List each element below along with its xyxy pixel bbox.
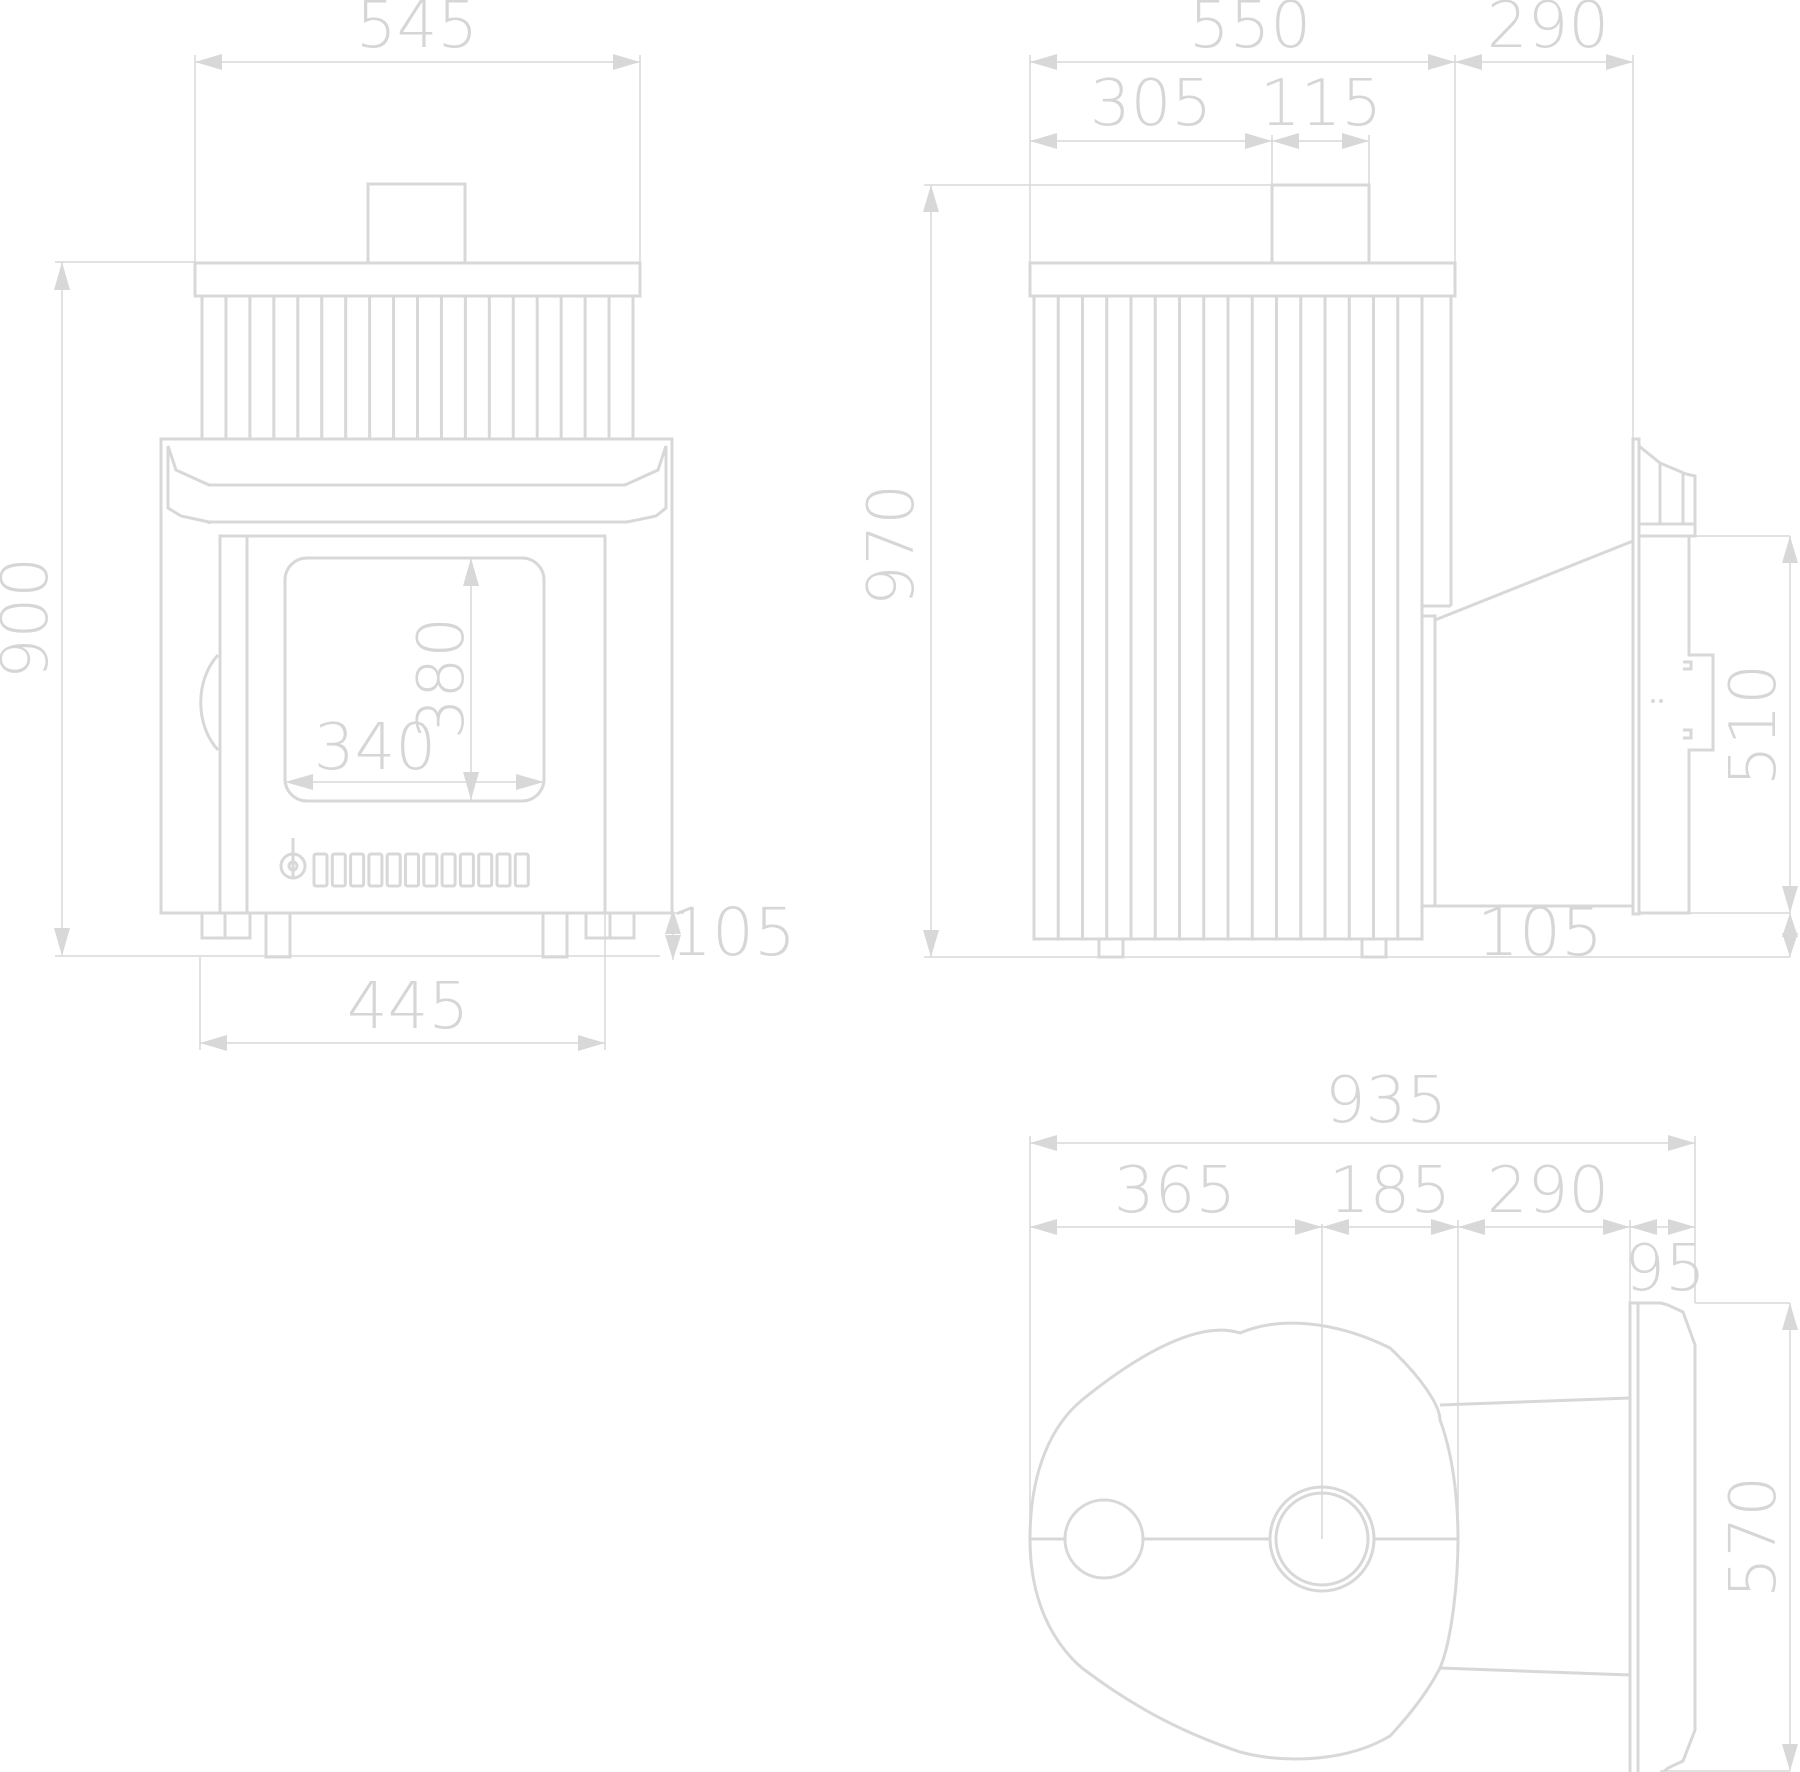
- dim-side-chimney-diameter: 115: [1260, 67, 1382, 141]
- side-body-ribs: [1056, 296, 1400, 939]
- top-water-tank-circle: [1063, 1498, 1145, 1580]
- side-front-upper: [1638, 444, 1697, 526]
- vent-slot: [495, 852, 512, 888]
- side-view: 550 290 305 115 970 510 105: [855, 0, 1798, 971]
- dim-top-tunnel-length: 290: [1487, 1154, 1609, 1228]
- dim-side-tunnel-height: 510: [1717, 664, 1791, 786]
- stone-cage-bars: [224, 296, 611, 439]
- side-left-leg: [1097, 937, 1125, 959]
- vent-slot: [477, 852, 494, 888]
- side-top-plate: [1028, 261, 1457, 298]
- vent-slot: [385, 852, 402, 888]
- top-view: 935 365 185 290 95 570: [1028, 1064, 1798, 1772]
- dim-side-depth-tunnel: 290: [1487, 0, 1609, 63]
- dim-top-frame-depth: 95: [1624, 1232, 1705, 1306]
- front-view: 545 900 340 380 105 445: [0, 0, 796, 1051]
- side-front-plate: [1631, 437, 1641, 916]
- side-chimney-pipe: [1270, 183, 1371, 265]
- dim-side-depth-body: 550: [1189, 0, 1311, 63]
- vent-slot: [349, 852, 366, 888]
- dim-front-glass-height: 380: [405, 617, 479, 739]
- side-right-leg: [1360, 937, 1388, 959]
- vent-slot: [404, 852, 420, 888]
- vent-slot: [312, 852, 329, 888]
- top-body-outline: [1028, 1321, 1460, 1761]
- dim-top-length-total: 935: [1325, 1064, 1447, 1138]
- dim-front-width-top: 545: [356, 0, 478, 63]
- side-door-hinge: [1683, 660, 1693, 740]
- door-frame: [218, 534, 607, 915]
- top-plate: [193, 261, 642, 298]
- vent-slot: [440, 852, 457, 888]
- vent-slot: [367, 852, 384, 888]
- dim-top-chimney-to-wall: 185: [1329, 1154, 1451, 1228]
- side-tunnel-flange: [1420, 614, 1437, 908]
- door-glass: [283, 556, 546, 803]
- dim-side-leg-height: 105: [1477, 894, 1603, 971]
- dim-front-glass-width: 340: [314, 711, 436, 785]
- vent-slot: [458, 852, 475, 888]
- side-door-profile: [1639, 534, 1715, 915]
- door-handle: [199, 653, 220, 752]
- vent-slot: [330, 852, 347, 888]
- chimney-pipe: [366, 182, 467, 265]
- air-regulator: [279, 838, 530, 888]
- dim-front-width-bottom: 445: [347, 970, 469, 1044]
- top-front-plate: [1628, 1301, 1640, 1772]
- front-left-leg: [264, 911, 292, 959]
- dim-front-leg-height: 105: [670, 894, 796, 971]
- vent-slot: [422, 852, 439, 888]
- top-door-profile: [1638, 1301, 1697, 1772]
- dim-top-chimney-offset: 365: [1114, 1154, 1236, 1228]
- dim-side-chimney-offset: 305: [1090, 67, 1212, 141]
- dim-top-frame-width: 570: [1717, 1476, 1791, 1598]
- front-upper-panel: [166, 445, 668, 524]
- front-right-leg: [541, 911, 569, 959]
- dim-side-height-total: 970: [855, 484, 929, 606]
- dim-front-height-total: 900: [0, 557, 63, 679]
- vent-slot: [513, 852, 530, 888]
- side-tunnel: [1434, 538, 1635, 908]
